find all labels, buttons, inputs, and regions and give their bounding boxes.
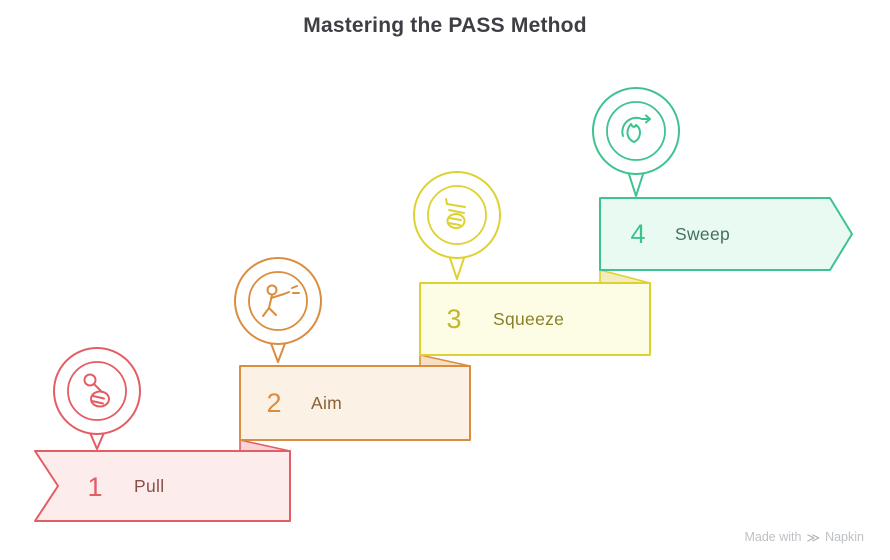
- pin-inner-circle: [427, 185, 487, 245]
- step-number: 1: [87, 472, 102, 502]
- brand-text: Napkin: [825, 530, 864, 544]
- step-label: Squeeze: [493, 309, 564, 329]
- diagram-title: Mastering the PASS Method: [303, 14, 587, 37]
- napkin-logo-icon: ≫: [806, 529, 821, 545]
- pin-inner-circle: [248, 271, 308, 331]
- pin-inner-circle: [67, 361, 127, 421]
- step-number: 4: [630, 219, 645, 249]
- step-squeeze: 3 Squeeze: [413, 171, 651, 356]
- pin-inner-circle: [606, 101, 666, 161]
- pull-pin-icon: [83, 373, 110, 408]
- step-label: Aim: [311, 393, 342, 413]
- person-aiming-icon: [262, 284, 300, 317]
- napkin-badge[interactable]: Made with ≫ Napkin: [744, 530, 864, 544]
- step-banner: [239, 365, 471, 441]
- step-pull: 1 Pull: [34, 347, 291, 522]
- step-banner: [34, 450, 291, 522]
- pin-outer-circle: [234, 257, 322, 345]
- pin-tail: [626, 167, 646, 197]
- step-banner: [419, 282, 651, 356]
- step-sweep: 4 Sweep: [592, 87, 853, 271]
- step-number: 2: [266, 388, 281, 418]
- pin-outer-circle: [592, 87, 680, 175]
- step-number: 3: [446, 304, 461, 334]
- location-pin: [592, 87, 680, 197]
- location-pin: [413, 171, 501, 280]
- step-label: Sweep: [675, 224, 730, 244]
- location-pin: [234, 257, 322, 363]
- hand-squeeze-icon: [445, 198, 466, 229]
- step-banner: [599, 197, 853, 271]
- made-with-text: Made with: [744, 530, 802, 544]
- location-pin: [53, 347, 141, 450]
- step-label: Pull: [134, 476, 164, 496]
- flame-sweep-icon: [621, 114, 651, 143]
- step-aim: 2 Aim: [234, 257, 471, 441]
